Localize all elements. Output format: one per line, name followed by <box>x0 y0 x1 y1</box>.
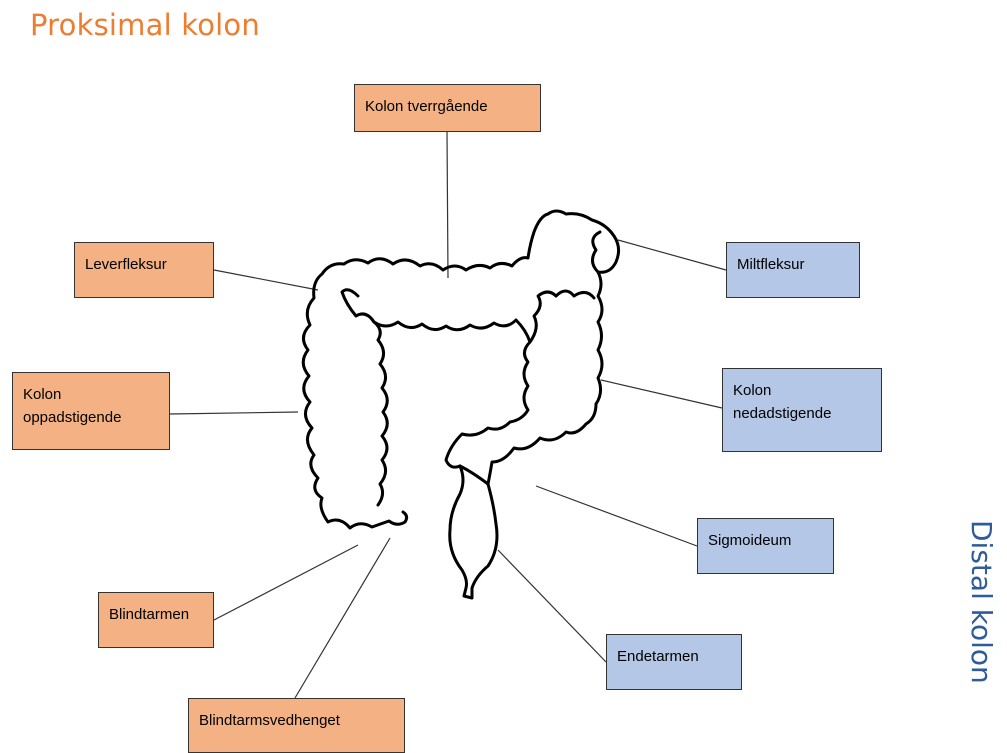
label-appendix-text: Blindtarmsvedhenget <box>199 712 340 729</box>
label-hepatic-flexure-text: Leverfleksur <box>85 256 167 273</box>
label-rectum-text: Endetarmen <box>617 648 699 665</box>
leader-splenic-flexure <box>618 240 726 270</box>
leader-hepatic-flexure <box>214 270 318 290</box>
label-appendix: Blindtarmsvedhenget <box>188 698 405 753</box>
label-descending-line2: nedadstigende <box>733 402 871 425</box>
leader-sigmoid <box>536 486 697 546</box>
label-transverse-colon: Kolon tverrgående <box>354 84 541 132</box>
label-descending-line1: Kolon <box>733 379 871 402</box>
label-hepatic-flexure: Leverfleksur <box>74 242 214 298</box>
label-splenic-flexure-text: Miltfleksur <box>737 256 805 273</box>
leader-lines <box>170 131 726 698</box>
leader-cecum <box>214 545 358 620</box>
label-sigmoid-text: Sigmoideum <box>708 532 791 549</box>
colon-outline <box>303 211 618 598</box>
leader-ascending <box>170 412 298 414</box>
label-cecum-text: Blindtarmen <box>109 606 189 623</box>
leader-appendix <box>295 538 390 698</box>
label-ascending-line1: Kolon <box>23 383 159 406</box>
label-splenic-flexure: Miltfleksur <box>726 242 860 298</box>
leader-descending <box>601 380 722 408</box>
label-cecum: Blindtarmen <box>98 592 214 648</box>
label-ascending-colon: Kolon oppadstigende <box>12 372 170 450</box>
label-transverse-text: Kolon tverrgående <box>365 98 488 115</box>
label-descending-colon: Kolon nedadstigende <box>722 368 882 452</box>
leader-rectum <box>498 550 606 662</box>
label-sigmoid: Sigmoideum <box>697 518 834 574</box>
label-rectum: Endetarmen <box>606 634 742 690</box>
leader-transverse <box>447 131 448 278</box>
label-ascending-line2: oppadstigende <box>23 406 159 429</box>
